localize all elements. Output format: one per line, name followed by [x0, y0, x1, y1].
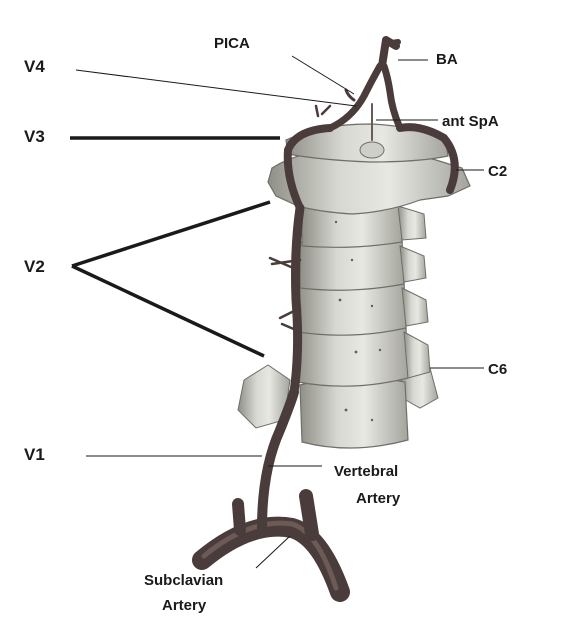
leader-v2-lower [72, 266, 264, 356]
c4-transverse-right [400, 246, 426, 282]
vertebra-c7-body [300, 378, 408, 448]
leader-v4 [76, 70, 356, 106]
vertebral-artery-v4-right [384, 66, 400, 128]
subclavian-branch-left [238, 504, 240, 530]
label-v2: V2 [24, 257, 45, 276]
label-vertebral-line1: Vertebral [334, 463, 398, 480]
leader-v2-upper [72, 202, 270, 266]
label-c2: C2 [488, 163, 507, 180]
label-c6: C6 [488, 361, 507, 378]
leader-pica [292, 56, 354, 94]
cervical-spine [238, 124, 470, 448]
subclavian-branch-right [306, 496, 312, 534]
label-ba: BA [436, 51, 458, 68]
c5-transverse-right [402, 288, 428, 326]
c6-transverse-right [404, 332, 430, 378]
leader-subclavian [256, 536, 290, 568]
label-v1: V1 [24, 445, 45, 464]
label-subclavian-line1: Subclavian [144, 572, 223, 589]
vertebral-artery-v2 [294, 208, 300, 392]
label-v3: V3 [24, 127, 45, 146]
c3-transverse-right [398, 206, 426, 240]
label-subclavian-line2: Artery [162, 597, 207, 614]
odontoid-dens [360, 142, 384, 158]
label-vertebral-line2: Artery [356, 490, 401, 507]
label-pica: PICA [214, 35, 250, 52]
label-v4: V4 [24, 57, 45, 76]
label-ant-spa: ant SpA [442, 113, 499, 130]
